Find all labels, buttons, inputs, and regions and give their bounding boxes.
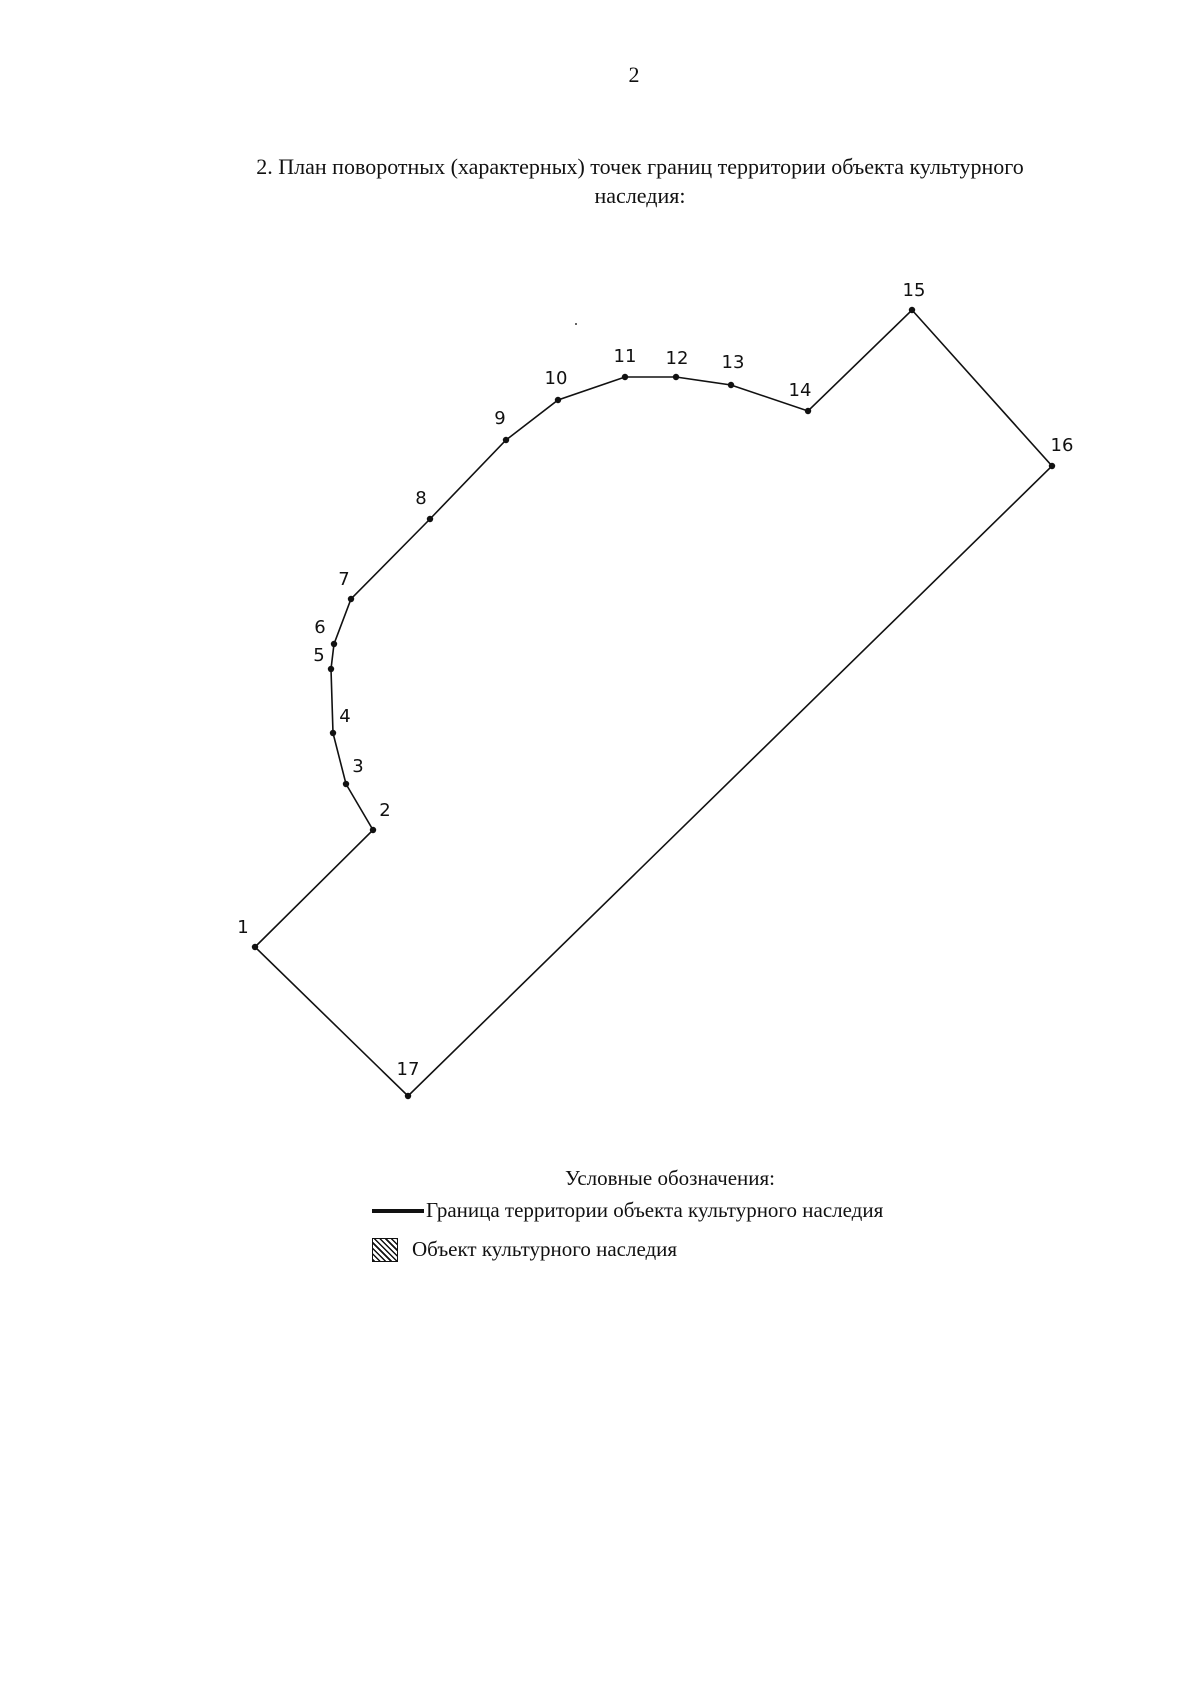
point-label-13: 13 [722,352,745,373]
plan-title-line-1: 2. План поворотных (характерных) точек г… [256,154,1024,179]
boundary-point-3 [342,780,350,788]
legend-boundary-item: Граница территории объекта культурного н… [372,1198,883,1223]
boundary-point-7 [347,595,355,603]
point-label-7: 7 [338,569,349,590]
legend-title: Условные обозначения: [564,1166,776,1190]
legend-boundary-label: Граница территории объекта культурного н… [426,1198,884,1222]
territory-boundary [253,308,1054,1098]
boundary-point-11 [621,373,629,381]
legend-object-label: Объект культурного наследия [412,1237,678,1261]
point-label-6: 6 [314,617,325,638]
point-label-10: 10 [545,368,568,389]
boundary-point-4 [329,729,337,737]
boundary-point-14 [804,407,812,415]
point-label-15: 15 [903,280,926,301]
plan-title: 2. План поворотных (характерных) точек г… [200,152,1080,210]
boundary-point-6 [330,640,338,648]
boundary-point-2 [369,826,377,834]
boundary-point-15 [908,306,916,314]
legend-object-item: Объект культурного наследия [372,1237,677,1262]
point-label-3: 3 [352,756,363,777]
point-label-11: 11 [614,346,637,367]
point-label-1: 1 [237,917,248,938]
point-label-8: 8 [415,488,426,509]
point-label-12: 12 [666,348,689,369]
boundary-point-10 [554,396,562,404]
boundary-line-swatch [372,1208,424,1213]
plan-title-line-2: наследия: [594,183,686,208]
hatch-pattern-icon [372,1237,398,1262]
boundary-point-5 [327,665,335,673]
boundary-point-8 [426,515,434,523]
boundary-point-16 [1048,462,1056,470]
boundary-point-12 [672,373,680,381]
boundary-point-9 [502,436,510,444]
point-label-16: 16 [1051,435,1074,456]
point-label-17: 17 [397,1059,420,1080]
point-label-4: 4 [339,706,350,727]
stray-dot [575,323,577,325]
boundary-point-17 [404,1092,412,1100]
boundary-point-1 [251,943,259,951]
point-label-5: 5 [313,645,324,666]
page-number: 2 [628,62,640,87]
point-label-9: 9 [494,408,505,429]
point-label-2: 2 [379,800,390,821]
point-label-14: 14 [789,380,812,401]
boundary-point-13 [727,381,735,389]
